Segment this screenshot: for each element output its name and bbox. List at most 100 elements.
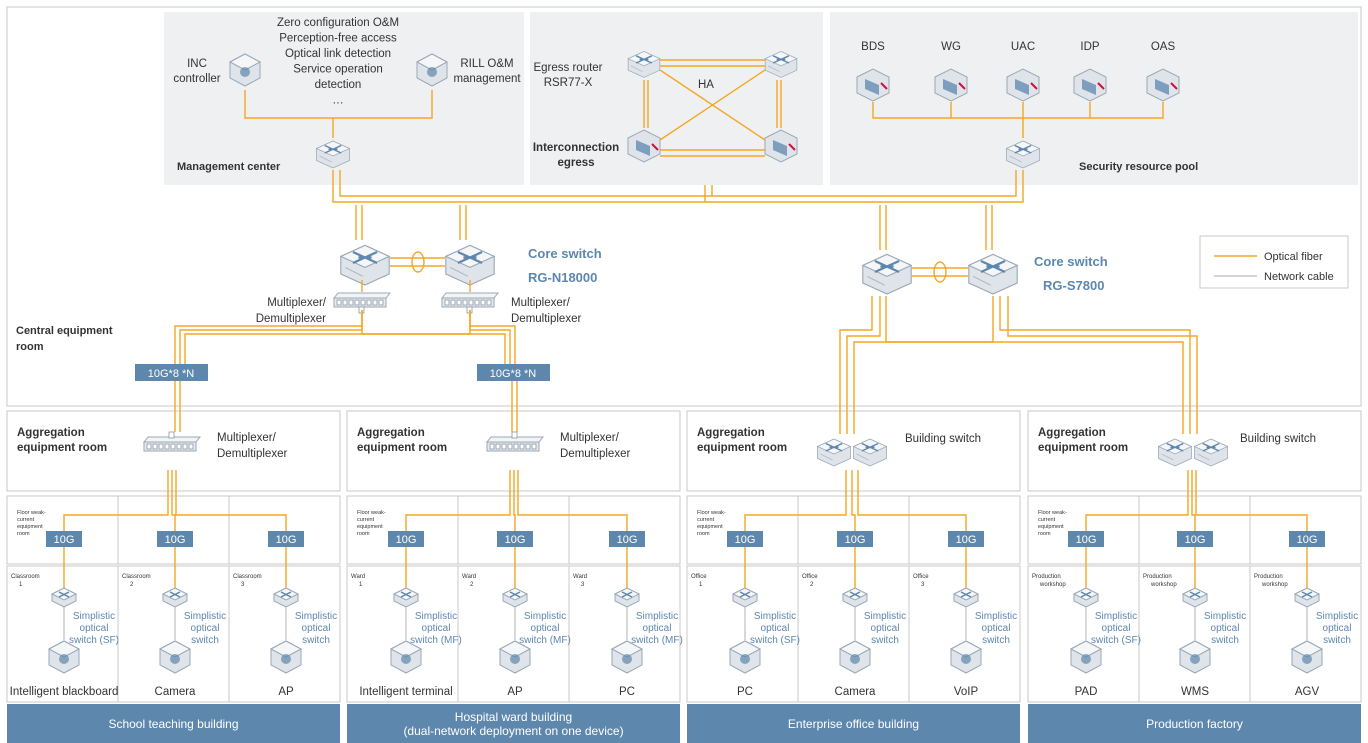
switch-arrows: [861, 442, 879, 452]
aggregation-title: equipment room: [357, 442, 447, 454]
mux-port: [480, 299, 486, 306]
optical-switch-label: optical: [871, 623, 900, 634]
switch-arrows: [58, 591, 70, 598]
room-label: Production: [1032, 574, 1061, 580]
core-switch-model: RG-N18000: [528, 270, 597, 285]
floor-link-label: 10G: [735, 534, 756, 546]
floor-link-label: 10G: [845, 534, 866, 546]
device-mark: [401, 654, 411, 664]
optical-switch-label: Simplistic: [295, 611, 337, 622]
rill-management-icon: [415, 53, 449, 87]
switch-arrows: [400, 591, 412, 598]
switch-edge: [1161, 453, 1174, 461]
mux-body: [441, 297, 495, 308]
end-device-label: Intelligent terminal: [359, 686, 452, 698]
room-box: [6, 565, 341, 703]
device-face: [1082, 79, 1096, 95]
optical-switch-label: Simplistic: [73, 611, 115, 622]
aggregation-mux-label: Demultiplexer: [560, 448, 630, 460]
optical-switch-label: Simplistic: [636, 611, 678, 622]
trunk-label-bg: [135, 364, 208, 381]
end-device-icon: [498, 640, 532, 674]
mgmt-feature-text: Perception-free access: [279, 33, 397, 45]
fiber-link: [1007, 296, 1198, 434]
floor-room-label: current: [17, 517, 35, 523]
floor-link-label: 10G: [1076, 534, 1097, 546]
fiber-link: [659, 69, 766, 141]
mux-body: [486, 441, 540, 452]
security-item-label: WG: [941, 41, 961, 53]
aggregation-mux-label: Demultiplexer: [217, 448, 287, 460]
device-accent: [1097, 82, 1105, 90]
floor-room-label: room: [357, 531, 370, 537]
optical-switch-label: optical: [191, 623, 220, 634]
optical-switch-icon: [161, 587, 189, 608]
optical-switch-label: optical: [1211, 623, 1240, 634]
device-face: [943, 79, 957, 95]
floor-link-bg: [948, 531, 984, 547]
aggregation-mux-icon: [142, 431, 202, 452]
switch-arrows: [280, 591, 292, 598]
fiber-link: [857, 470, 967, 531]
switch-arrows: [980, 259, 1006, 274]
legend-cable-label: Network cable: [1264, 271, 1334, 283]
floor-room-label: Floor weak-: [357, 510, 386, 516]
optical-switch-icon: [1293, 587, 1321, 608]
mux-top: [440, 292, 500, 299]
mux-label: Demultiplexer: [256, 313, 326, 325]
optical-switch-label: optical: [80, 623, 109, 634]
fiber-link: [839, 296, 873, 434]
core-switch-s7800-b: [967, 253, 1019, 295]
end-device-icon: [1290, 640, 1324, 674]
fiber-link: [1085, 470, 1189, 531]
end-device-label: Intelligent blackboard: [10, 686, 119, 698]
switch-arrows: [621, 591, 633, 598]
mux-body: [333, 297, 387, 308]
mux-label: Multiplexer/: [511, 297, 571, 309]
room-label: 1: [359, 582, 363, 588]
floor-link-label: 10G: [1185, 534, 1206, 546]
fiber-link: [513, 470, 516, 531]
end-device-icon: [389, 640, 423, 674]
fiber-link: [184, 310, 471, 368]
floor-room-label: current: [697, 517, 715, 523]
aggregation-mux-icon: [485, 431, 545, 452]
mgmt-feature-text: Optical link detection: [285, 48, 391, 60]
switch-arrows: [825, 442, 843, 452]
room-label: 2: [130, 582, 134, 588]
egress-router-icon: [764, 51, 798, 78]
switch-arrows: [874, 259, 900, 274]
aggregation-title: Aggregation: [1038, 427, 1106, 439]
floor-link-bg: [727, 531, 763, 547]
fiber-link: [1195, 470, 1308, 531]
mux-port: [456, 299, 462, 306]
legend-fiber-label: Optical fiber: [1264, 251, 1323, 263]
floor-link-bg: [1177, 531, 1213, 547]
end-device-icon: [949, 640, 983, 674]
device-face: [1015, 79, 1029, 95]
optical-switch-label: switch (SF): [750, 635, 800, 646]
fiber-link: [171, 470, 176, 531]
fiber-link: [999, 296, 1191, 434]
room-label: 2: [810, 582, 814, 588]
switch-edge: [319, 155, 332, 163]
device-mark: [1190, 654, 1200, 664]
device-accent: [1170, 82, 1178, 90]
switch-arrows: [739, 591, 751, 598]
optical-switch-label: switch (SF): [1091, 635, 1141, 646]
device-mark: [427, 67, 437, 77]
optical-switch-label: switch: [1211, 635, 1239, 646]
fiber-link: [405, 470, 511, 531]
device-mark: [1081, 654, 1091, 664]
device-top: [415, 53, 449, 71]
optical-switch-label: optical: [643, 623, 672, 634]
switch-edge: [449, 266, 469, 277]
optical-switch-icon: [841, 587, 869, 608]
end-device-label: PAD: [1075, 686, 1098, 698]
optical-switch-label: switch: [302, 635, 330, 646]
floor-room-label: equipment: [357, 524, 383, 530]
mux-port: [513, 443, 519, 450]
optical-switch-icon: [50, 587, 78, 608]
aggregation-title: Aggregation: [697, 427, 765, 439]
end-device-label: PC: [737, 686, 753, 698]
